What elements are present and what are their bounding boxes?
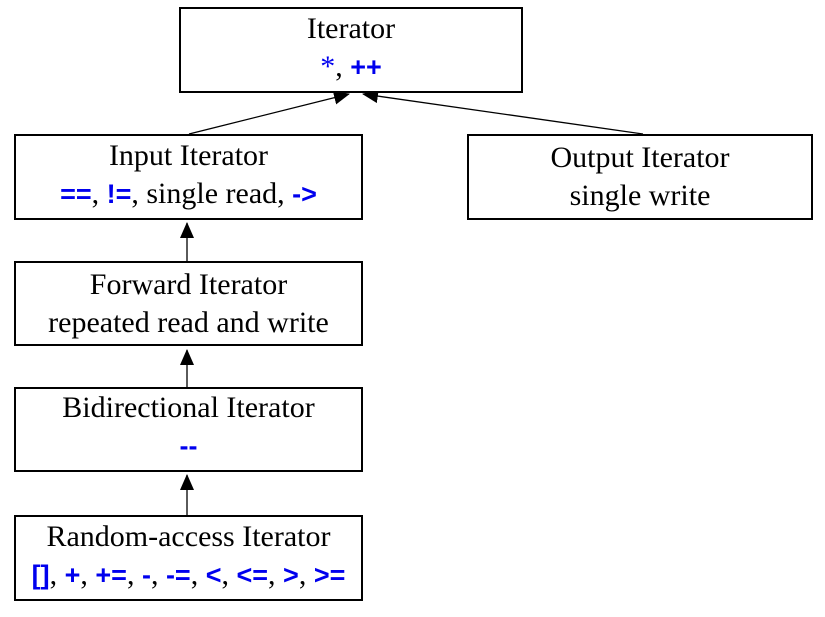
node-title: Random-access Iterator xyxy=(46,519,331,553)
op-less-than: < xyxy=(205,559,222,590)
node-description: repeated read and write xyxy=(48,305,329,339)
op-dereference: * xyxy=(320,49,336,83)
node-title: Iterator xyxy=(306,11,396,45)
separator: , xyxy=(221,557,237,591)
node-title: Forward Iterator xyxy=(89,267,288,301)
node-input-iterator: Input Iterator ==, !=, single read, -> xyxy=(14,134,363,220)
separator: , xyxy=(49,557,65,591)
op-equal: == xyxy=(60,178,92,209)
node-output-iterator: Output Iterator single write xyxy=(467,134,813,220)
node-operators: -- xyxy=(180,427,198,470)
op-decrement: -- xyxy=(179,431,198,461)
edge-output-to-iterator-arrow xyxy=(362,89,644,135)
node-forward-iterator: Forward Iterator repeated read and write xyxy=(14,261,363,346)
separator: , xyxy=(298,557,314,591)
separator: , xyxy=(126,557,142,591)
separator: , xyxy=(268,557,284,591)
node-title: Output Iterator xyxy=(550,141,730,174)
node-description: single write xyxy=(569,179,711,212)
node-operators: [], +, +=, -, -=, <, <=, >, >= xyxy=(32,556,346,599)
node-operators: ==, !=, single read, -> xyxy=(60,175,317,218)
op-minus-equal: -= xyxy=(165,559,191,590)
single-read-label: , single read, xyxy=(131,176,293,210)
op-plus-equal: += xyxy=(95,559,127,590)
separator: , xyxy=(335,49,351,83)
op-minus: - xyxy=(141,559,151,590)
op-greater-than: > xyxy=(283,559,299,590)
node-operators: *, ++ xyxy=(320,48,382,91)
separator: , xyxy=(80,557,96,591)
separator: , xyxy=(91,176,107,210)
op-not-equal: != xyxy=(106,178,132,209)
op-less-equal: <= xyxy=(236,559,269,590)
op-increment: ++ xyxy=(350,51,382,82)
node-random-access-iterator: Random-access Iterator [], +, +=, -, -=,… xyxy=(14,515,363,601)
separator: , xyxy=(150,557,166,591)
node-title: Bidirectional Iterator xyxy=(62,391,315,424)
node-bidirectional-iterator: Bidirectional Iterator -- xyxy=(14,387,363,472)
node-iterator: Iterator *, ++ xyxy=(179,7,523,93)
separator: , xyxy=(190,557,206,591)
op-subscript: [] xyxy=(31,559,50,590)
edge-input-to-iterator-arrow xyxy=(188,90,350,135)
op-plus: + xyxy=(64,559,81,590)
op-greater-equal: >= xyxy=(313,559,346,590)
op-arrow: -> xyxy=(292,178,317,209)
node-title: Input Iterator xyxy=(108,138,269,172)
